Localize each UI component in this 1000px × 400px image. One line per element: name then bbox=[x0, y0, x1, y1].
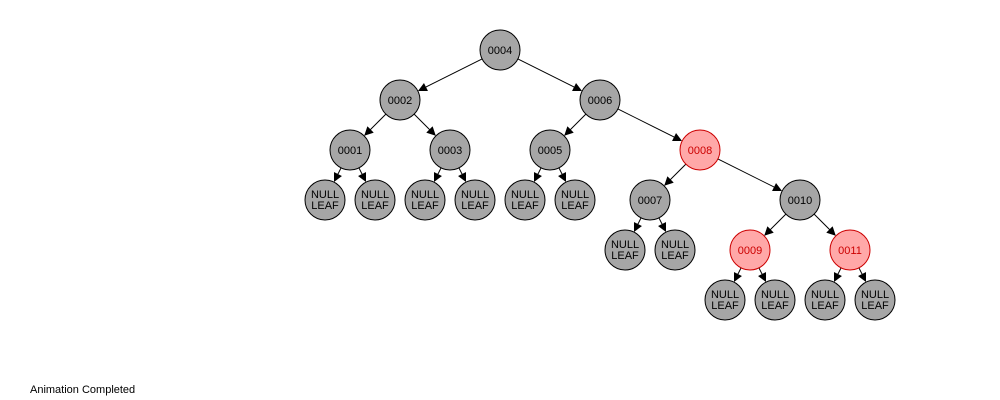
node-label: 0009 bbox=[738, 245, 762, 257]
tree-node-0009: 0009 bbox=[729, 229, 771, 271]
edge-n10-to-n11 bbox=[813, 213, 836, 236]
edge-n5-to-l6 bbox=[557, 167, 567, 183]
node-circle bbox=[629, 179, 671, 221]
edge-n8-to-n7 bbox=[664, 163, 687, 186]
tree-node-0001: 0001 bbox=[329, 129, 371, 171]
node-circle bbox=[754, 279, 796, 321]
node-label: 0006 bbox=[588, 95, 612, 107]
tree-node-0002: 0002 bbox=[379, 79, 421, 121]
edge-n4-to-n2 bbox=[417, 58, 483, 92]
edge-n3-to-l4 bbox=[457, 167, 467, 183]
edge-n11-to-l11 bbox=[833, 267, 843, 283]
node-circle bbox=[554, 179, 596, 221]
node-label: 0011 bbox=[838, 245, 862, 257]
node-circle bbox=[804, 279, 846, 321]
edge-n4-to-n6 bbox=[517, 58, 583, 92]
edge-n10-to-n9 bbox=[764, 213, 787, 236]
node-circle bbox=[379, 79, 421, 121]
node-circle bbox=[354, 179, 396, 221]
edge-n1-to-l1 bbox=[333, 167, 343, 183]
node-circle bbox=[579, 79, 621, 121]
edge-n11-to-l12 bbox=[857, 267, 867, 283]
node-circle bbox=[654, 229, 696, 271]
edge-n9-to-l9 bbox=[733, 267, 743, 283]
tree-node-0011: 0011 bbox=[829, 229, 871, 271]
edge-n7-to-l8 bbox=[657, 217, 667, 233]
node-label: 0003 bbox=[438, 145, 462, 157]
node-label: 0001 bbox=[338, 145, 362, 157]
tree-node-0007: 0007 bbox=[629, 179, 671, 221]
status-text: Animation Completed bbox=[30, 384, 136, 396]
edge-n1-to-l2 bbox=[357, 167, 367, 183]
edge-n6-to-n5 bbox=[564, 113, 587, 136]
tree-node-0006: 0006 bbox=[579, 79, 621, 121]
node-circle bbox=[679, 129, 721, 171]
node-circle bbox=[479, 29, 521, 71]
node-circle bbox=[454, 179, 496, 221]
node-circle bbox=[529, 129, 571, 171]
tree-node-0004: 0004 bbox=[479, 29, 521, 71]
node-circle bbox=[854, 279, 896, 321]
edge-n2-to-n1 bbox=[364, 113, 387, 136]
node-circle bbox=[704, 279, 746, 321]
edge-n7-to-l7 bbox=[633, 217, 643, 233]
node-circle bbox=[729, 229, 771, 271]
edge-n5-to-l5 bbox=[533, 167, 543, 183]
node-circle bbox=[304, 179, 346, 221]
node-label: 0010 bbox=[788, 195, 812, 207]
edge-n8-to-n10 bbox=[717, 158, 783, 192]
node-label: 0008 bbox=[688, 145, 712, 157]
edge-n2-to-n3 bbox=[413, 113, 436, 136]
node-label: 0002 bbox=[388, 95, 412, 107]
node-circle bbox=[829, 229, 871, 271]
node-circle bbox=[504, 179, 546, 221]
node-circle bbox=[604, 229, 646, 271]
node-label: 0005 bbox=[538, 145, 562, 157]
tree-edges bbox=[333, 58, 867, 283]
node-label: 0007 bbox=[638, 195, 662, 207]
node-circle bbox=[329, 129, 371, 171]
node-circle bbox=[404, 179, 446, 221]
tree-node-0008: 0008 bbox=[679, 129, 721, 171]
tree-node-0010: 0010 bbox=[779, 179, 821, 221]
edge-n9-to-l10 bbox=[757, 267, 767, 283]
edge-n6-to-n8 bbox=[617, 108, 683, 142]
tree-node-0003: 0003 bbox=[429, 129, 471, 171]
edge-n3-to-l3 bbox=[433, 167, 443, 183]
tree-node-0005: 0005 bbox=[529, 129, 571, 171]
node-circle bbox=[779, 179, 821, 221]
node-label: 0004 bbox=[488, 45, 512, 57]
node-circle bbox=[429, 129, 471, 171]
